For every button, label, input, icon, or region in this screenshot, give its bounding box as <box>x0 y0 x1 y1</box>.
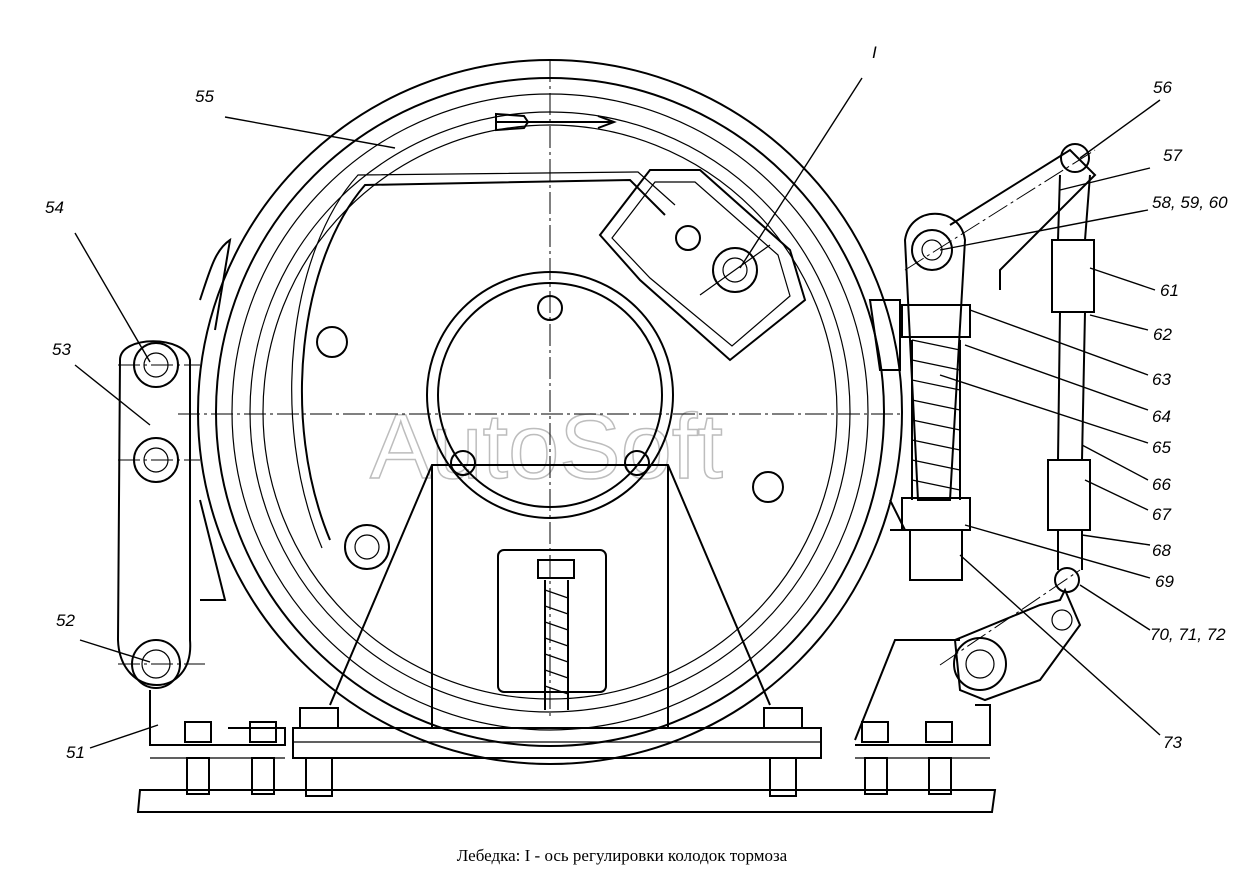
guard-tube <box>301 178 666 541</box>
callout-66: 66 <box>1152 475 1171 494</box>
callout-63: 63 <box>1152 370 1171 389</box>
leader-lines <box>74 77 1161 749</box>
callout-55: 55 <box>195 87 214 106</box>
callout-53: 53 <box>52 340 71 359</box>
right-brake-lever <box>854 143 1097 795</box>
callout-64: 64 <box>1152 407 1171 426</box>
callout-58-59-60: 58, 59, 60 <box>1152 193 1228 212</box>
callout-56: 56 <box>1153 78 1172 97</box>
left-brake-lever <box>116 237 286 795</box>
callout-51: 51 <box>66 743 85 762</box>
pedestal <box>292 464 822 797</box>
callout-70-71-72: 70, 71, 72 <box>1150 625 1226 644</box>
drum-bolts <box>316 326 784 570</box>
watermark-text: AutoSoft <box>370 396 723 498</box>
callout-61: 61 <box>1160 281 1179 300</box>
rotation-arrow <box>495 112 617 132</box>
callout-67: 67 <box>1152 505 1171 524</box>
callout-57: 57 <box>1163 146 1182 165</box>
callout-labels: I 55 54 53 52 51 56 57 58, 59, 60 61 62 … <box>45 43 1228 762</box>
base-plate <box>136 789 997 813</box>
callout-62: 62 <box>1153 325 1172 344</box>
callout-65: 65 <box>1152 438 1171 457</box>
centre-lines <box>118 60 1096 720</box>
callout-69: 69 <box>1155 572 1174 591</box>
adjusting-plate <box>598 169 807 362</box>
callout-68: 68 <box>1152 541 1171 560</box>
callout-52: 52 <box>56 611 75 630</box>
callout-54: 54 <box>45 198 64 217</box>
callout-73: 73 <box>1163 733 1182 752</box>
figure-caption: Лебедка: I - ось регулировки колодок тор… <box>456 846 788 865</box>
callout-I: I <box>872 43 877 62</box>
